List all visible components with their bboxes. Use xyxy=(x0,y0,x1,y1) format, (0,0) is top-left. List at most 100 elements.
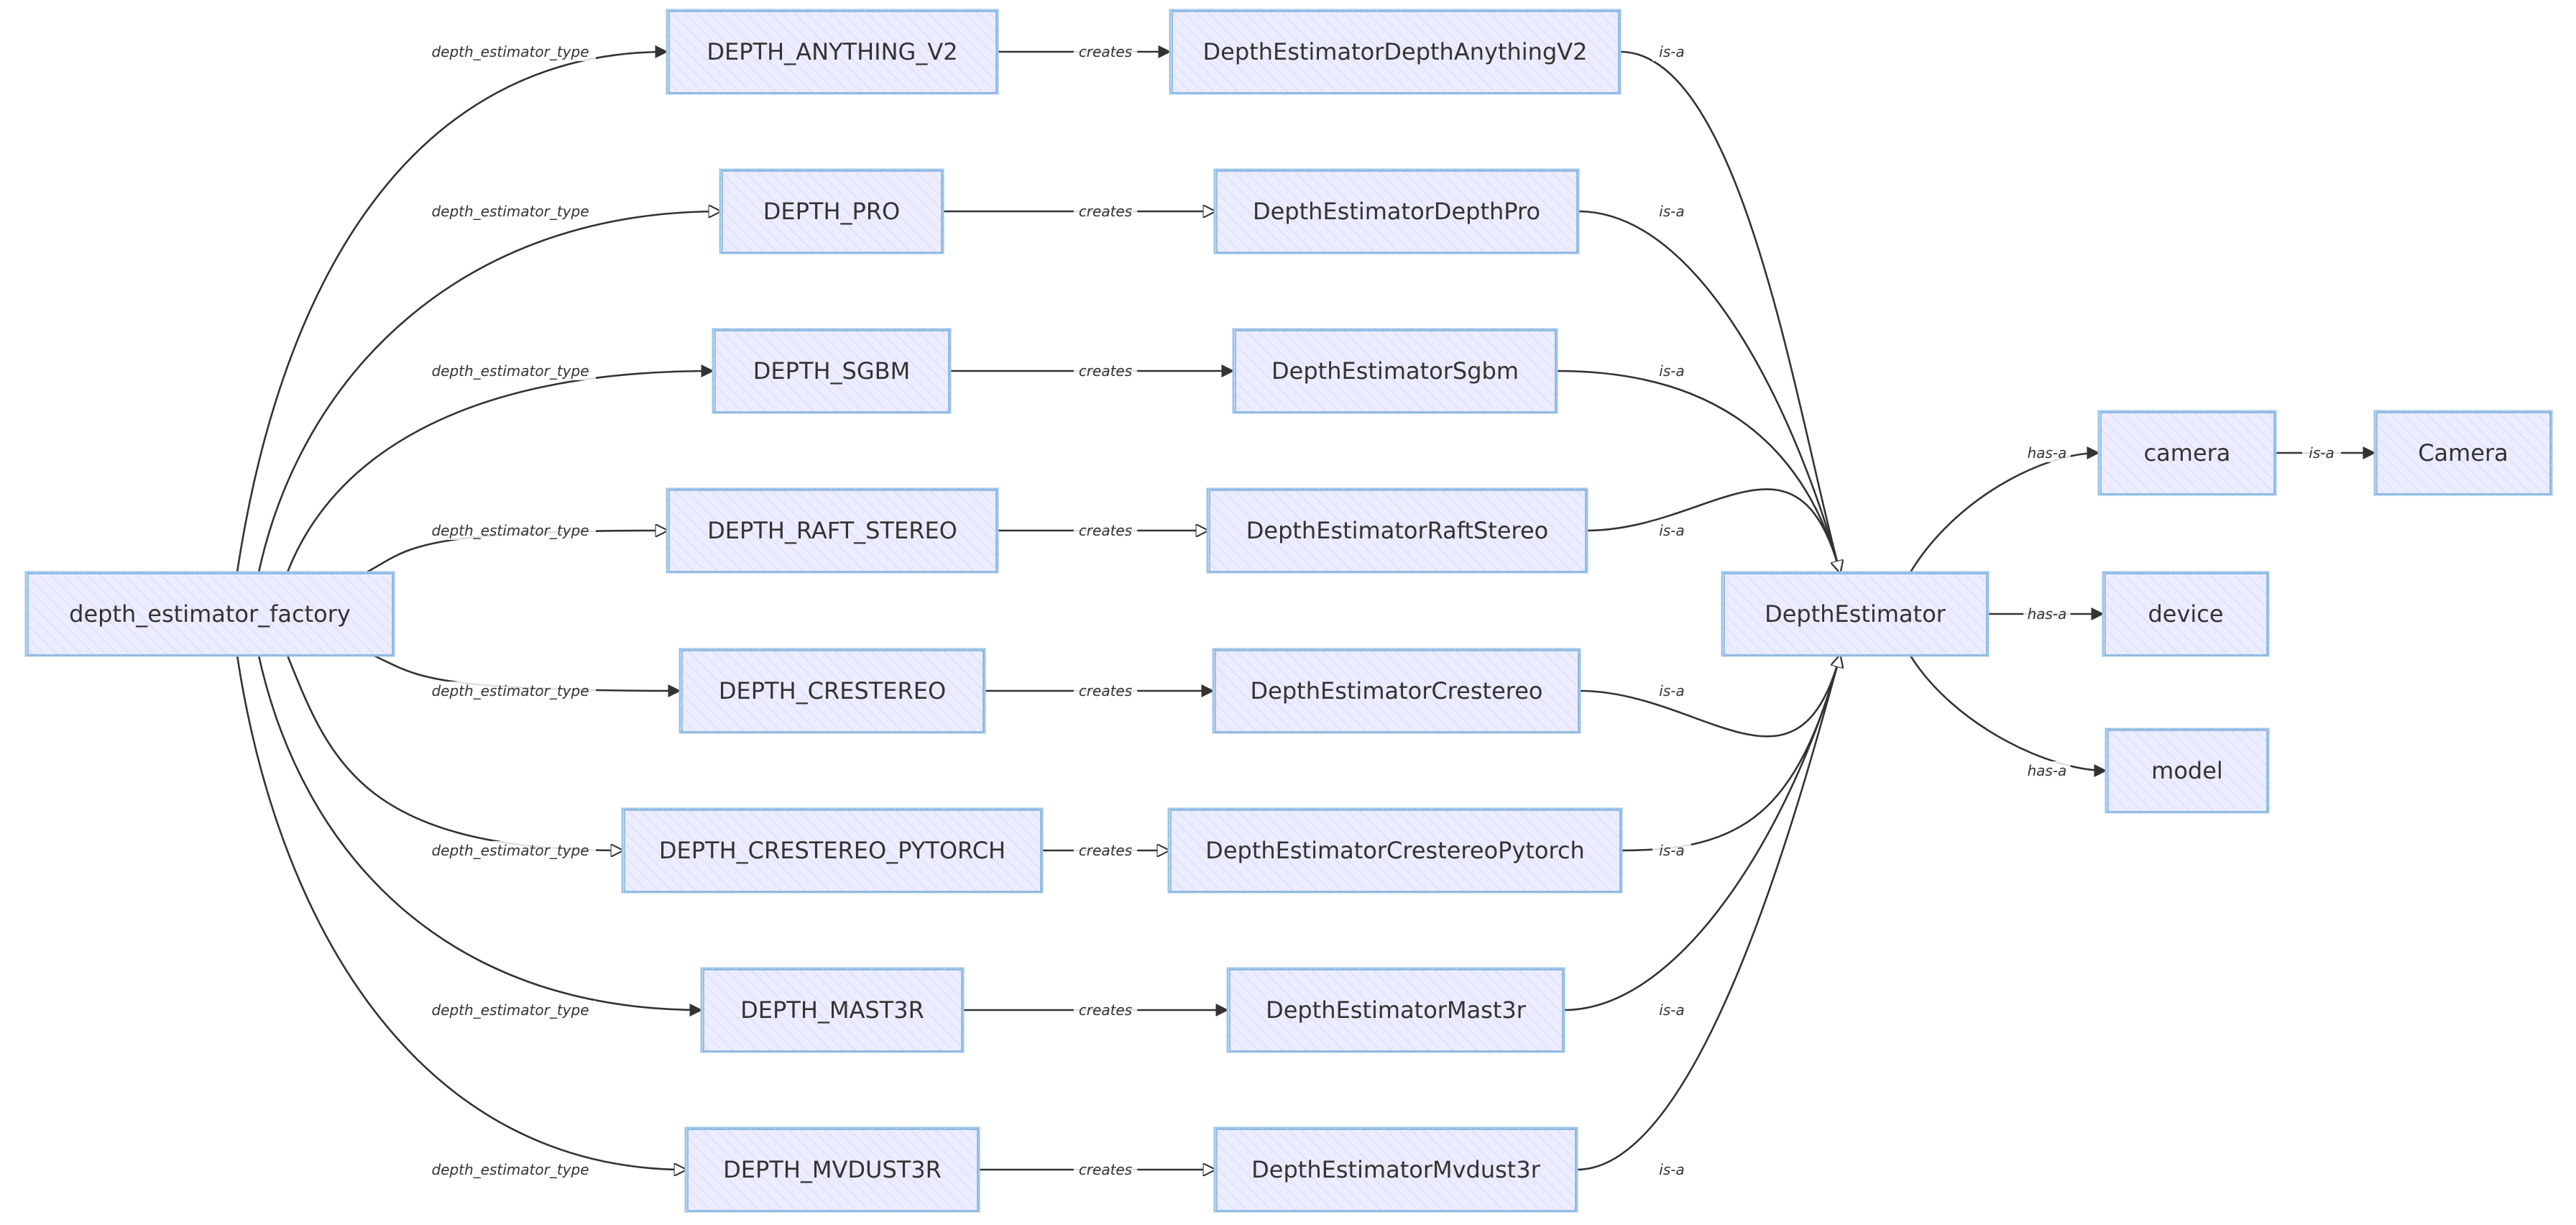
node-depthestimatorcrestereo[interactable]: DepthEstimatorCrestereo xyxy=(1212,648,1581,734)
node-hatch xyxy=(667,10,998,93)
edge-label-text: is-a xyxy=(1659,842,1684,859)
edge-label-bg xyxy=(1073,682,1138,700)
node-label: camera xyxy=(2144,439,2231,467)
node-label: DepthEstimatorRaftStereo xyxy=(1246,517,1549,544)
edge-label-text: has-a xyxy=(2028,762,2067,779)
edge-label-text: is-a xyxy=(1659,682,1684,699)
node-depth-anything-v2[interactable]: DEPTH_ANYTHING_V2 xyxy=(666,9,999,95)
edge-label-text: creates xyxy=(1079,203,1132,220)
edge-label-bg xyxy=(425,1001,596,1019)
edge-label-bg xyxy=(2023,605,2071,623)
edge-label-depth-estimator-type: depth_estimator_type xyxy=(425,521,596,540)
edge-label-text: depth_estimator_type xyxy=(431,522,589,539)
edge-label-bg xyxy=(1073,362,1138,380)
node-model[interactable]: model xyxy=(2104,728,2270,814)
node-hatch xyxy=(686,1128,979,1211)
node-camera[interactable]: camera xyxy=(2097,410,2277,496)
node-depth-mast3r[interactable]: DEPTH_MAST3R xyxy=(700,967,965,1053)
node-depth-sgbm[interactable]: DEPTH_SGBM xyxy=(712,328,952,414)
edge-c-mvdust3r-to-base xyxy=(1576,656,1840,1171)
edge-label-creates: creates xyxy=(1073,42,1138,61)
edge-label-is-a: is-a xyxy=(1652,362,1691,380)
node-hatch xyxy=(2375,411,2552,495)
node-hatch xyxy=(1170,10,1620,93)
edge-label-bg xyxy=(1652,362,1691,380)
node-depth-pro[interactable]: DEPTH_PRO xyxy=(719,168,944,254)
node-depth-estimator-factory[interactable]: depth_estimator_factory xyxy=(24,571,395,657)
node-label: DEPTH_MVDUST3R xyxy=(723,1156,942,1183)
edge-label-has-a: has-a xyxy=(2023,605,2071,623)
node-depthestimatordepthpro[interactable]: DepthEstimatorDepthPro xyxy=(1213,168,1580,254)
edge-label-creates: creates xyxy=(1073,521,1138,540)
edge-label-bg xyxy=(1073,42,1138,61)
edge-label-text: creates xyxy=(1079,362,1132,380)
edge-label-is-a: is-a xyxy=(1652,1160,1691,1179)
node-hatch xyxy=(1213,649,1580,733)
node-device[interactable]: device xyxy=(2102,571,2270,657)
edge-factory-to-t-pro xyxy=(257,211,720,573)
edge-label-creates: creates xyxy=(1073,1160,1138,1179)
edge-label-bg xyxy=(1073,1160,1138,1179)
node-depth-crestereo-pytorch[interactable]: DEPTH_CRESTEREO_PYTORCH xyxy=(621,807,1044,894)
edge-label-text: creates xyxy=(1079,1161,1132,1178)
node-label: DepthEstimator xyxy=(1765,600,1946,628)
node-camera[interactable]: Camera xyxy=(2373,410,2553,496)
edge-base-to-camera xyxy=(1909,446,2100,573)
node-depthestimatordepthanythingv2[interactable]: DepthEstimatorDepthAnythingV2 xyxy=(1169,9,1622,95)
edge-label-creates: creates xyxy=(1073,1001,1138,1019)
edge-label-bg xyxy=(1652,1160,1691,1179)
edge-label-bg xyxy=(1652,841,1691,860)
node-hatch xyxy=(1208,489,1587,572)
node-depthestimator[interactable]: DepthEstimator xyxy=(1721,571,1990,657)
edge-c-mast3r-to-base xyxy=(1563,656,1840,1011)
node-hatch xyxy=(1722,572,1988,656)
node-hatch xyxy=(1215,170,1578,253)
edge-factory-to-t-anything xyxy=(236,45,668,573)
node-depthestimatorsgbm[interactable]: DepthEstimatorSgbm xyxy=(1232,328,1558,414)
edge-label-text: is-a xyxy=(1659,522,1684,539)
node-label: DEPTH_SGBM xyxy=(753,357,910,385)
edge-label-text: is-a xyxy=(1659,1161,1684,1178)
edge-label-bg xyxy=(1073,521,1138,540)
edge-label-text: creates xyxy=(1079,522,1132,539)
edge-factory-to-t-mvdust3r xyxy=(236,655,686,1170)
edge-label-depth-estimator-type: depth_estimator_type xyxy=(425,1001,596,1019)
node-hatch xyxy=(1228,968,1564,1052)
edge-factory-to-t-sgbm xyxy=(286,364,714,573)
edge-c-pro-to-base xyxy=(1578,210,1840,572)
edge-label-bg xyxy=(2023,444,2071,462)
edge-label-text: creates xyxy=(1079,1001,1132,1019)
node-hatch xyxy=(680,649,985,733)
node-label: DEPTH_ANYTHING_V2 xyxy=(707,38,957,65)
edge-labels-layer: depth_estimator_type depth_estimator_type… xyxy=(425,42,2341,1179)
node-depthestimatormvdust3r[interactable]: DepthEstimatorMvdust3r xyxy=(1213,1127,1578,1213)
node-border xyxy=(1724,573,1987,656)
node-label: DepthEstimatorDepthPro xyxy=(1253,198,1540,225)
edge-label-bg xyxy=(425,521,596,540)
edge-label-bg xyxy=(1652,202,1691,221)
node-depth-mvdust3r[interactable]: DEPTH_MVDUST3R xyxy=(684,1127,980,1213)
edge-label-text: is-a xyxy=(1659,362,1684,380)
node-depthestimatormast3r[interactable]: DepthEstimatorMast3r xyxy=(1226,967,1565,1053)
edge-label-creates: creates xyxy=(1073,202,1138,221)
node-label: DEPTH_PRO xyxy=(763,198,900,225)
node-border xyxy=(687,1129,978,1211)
node-depthestimatorraftstereo[interactable]: DepthEstimatorRaftStereo xyxy=(1206,487,1588,574)
node-depthestimatorcrestereopytorch[interactable]: DepthEstimatorCrestereoPytorch xyxy=(1167,807,1623,894)
edge-label-text: has-a xyxy=(2028,605,2067,623)
node-border xyxy=(1216,170,1578,253)
edge-label-is-a: is-a xyxy=(1652,682,1691,700)
edge-label-is-a: is-a xyxy=(2302,444,2341,462)
node-hatch xyxy=(713,329,950,413)
node-depth-raft-stereo[interactable]: DEPTH_RAFT_STEREO xyxy=(666,487,999,574)
node-label: DepthEstimatorDepthAnythingV2 xyxy=(1203,38,1588,65)
edge-label-bg xyxy=(1073,841,1138,860)
edge-label-depth-estimator-type: depth_estimator_type xyxy=(425,841,596,860)
node-border xyxy=(1215,650,1579,733)
node-label: DepthEstimatorCrestereo xyxy=(1251,677,1543,705)
node-border xyxy=(1170,809,1621,892)
edge-label-creates: creates xyxy=(1073,362,1138,380)
edge-label-is-a: is-a xyxy=(1652,521,1691,540)
edge-label-text: depth_estimator_type xyxy=(431,682,589,699)
node-depth-crestereo[interactable]: DEPTH_CRESTEREO xyxy=(678,648,986,734)
